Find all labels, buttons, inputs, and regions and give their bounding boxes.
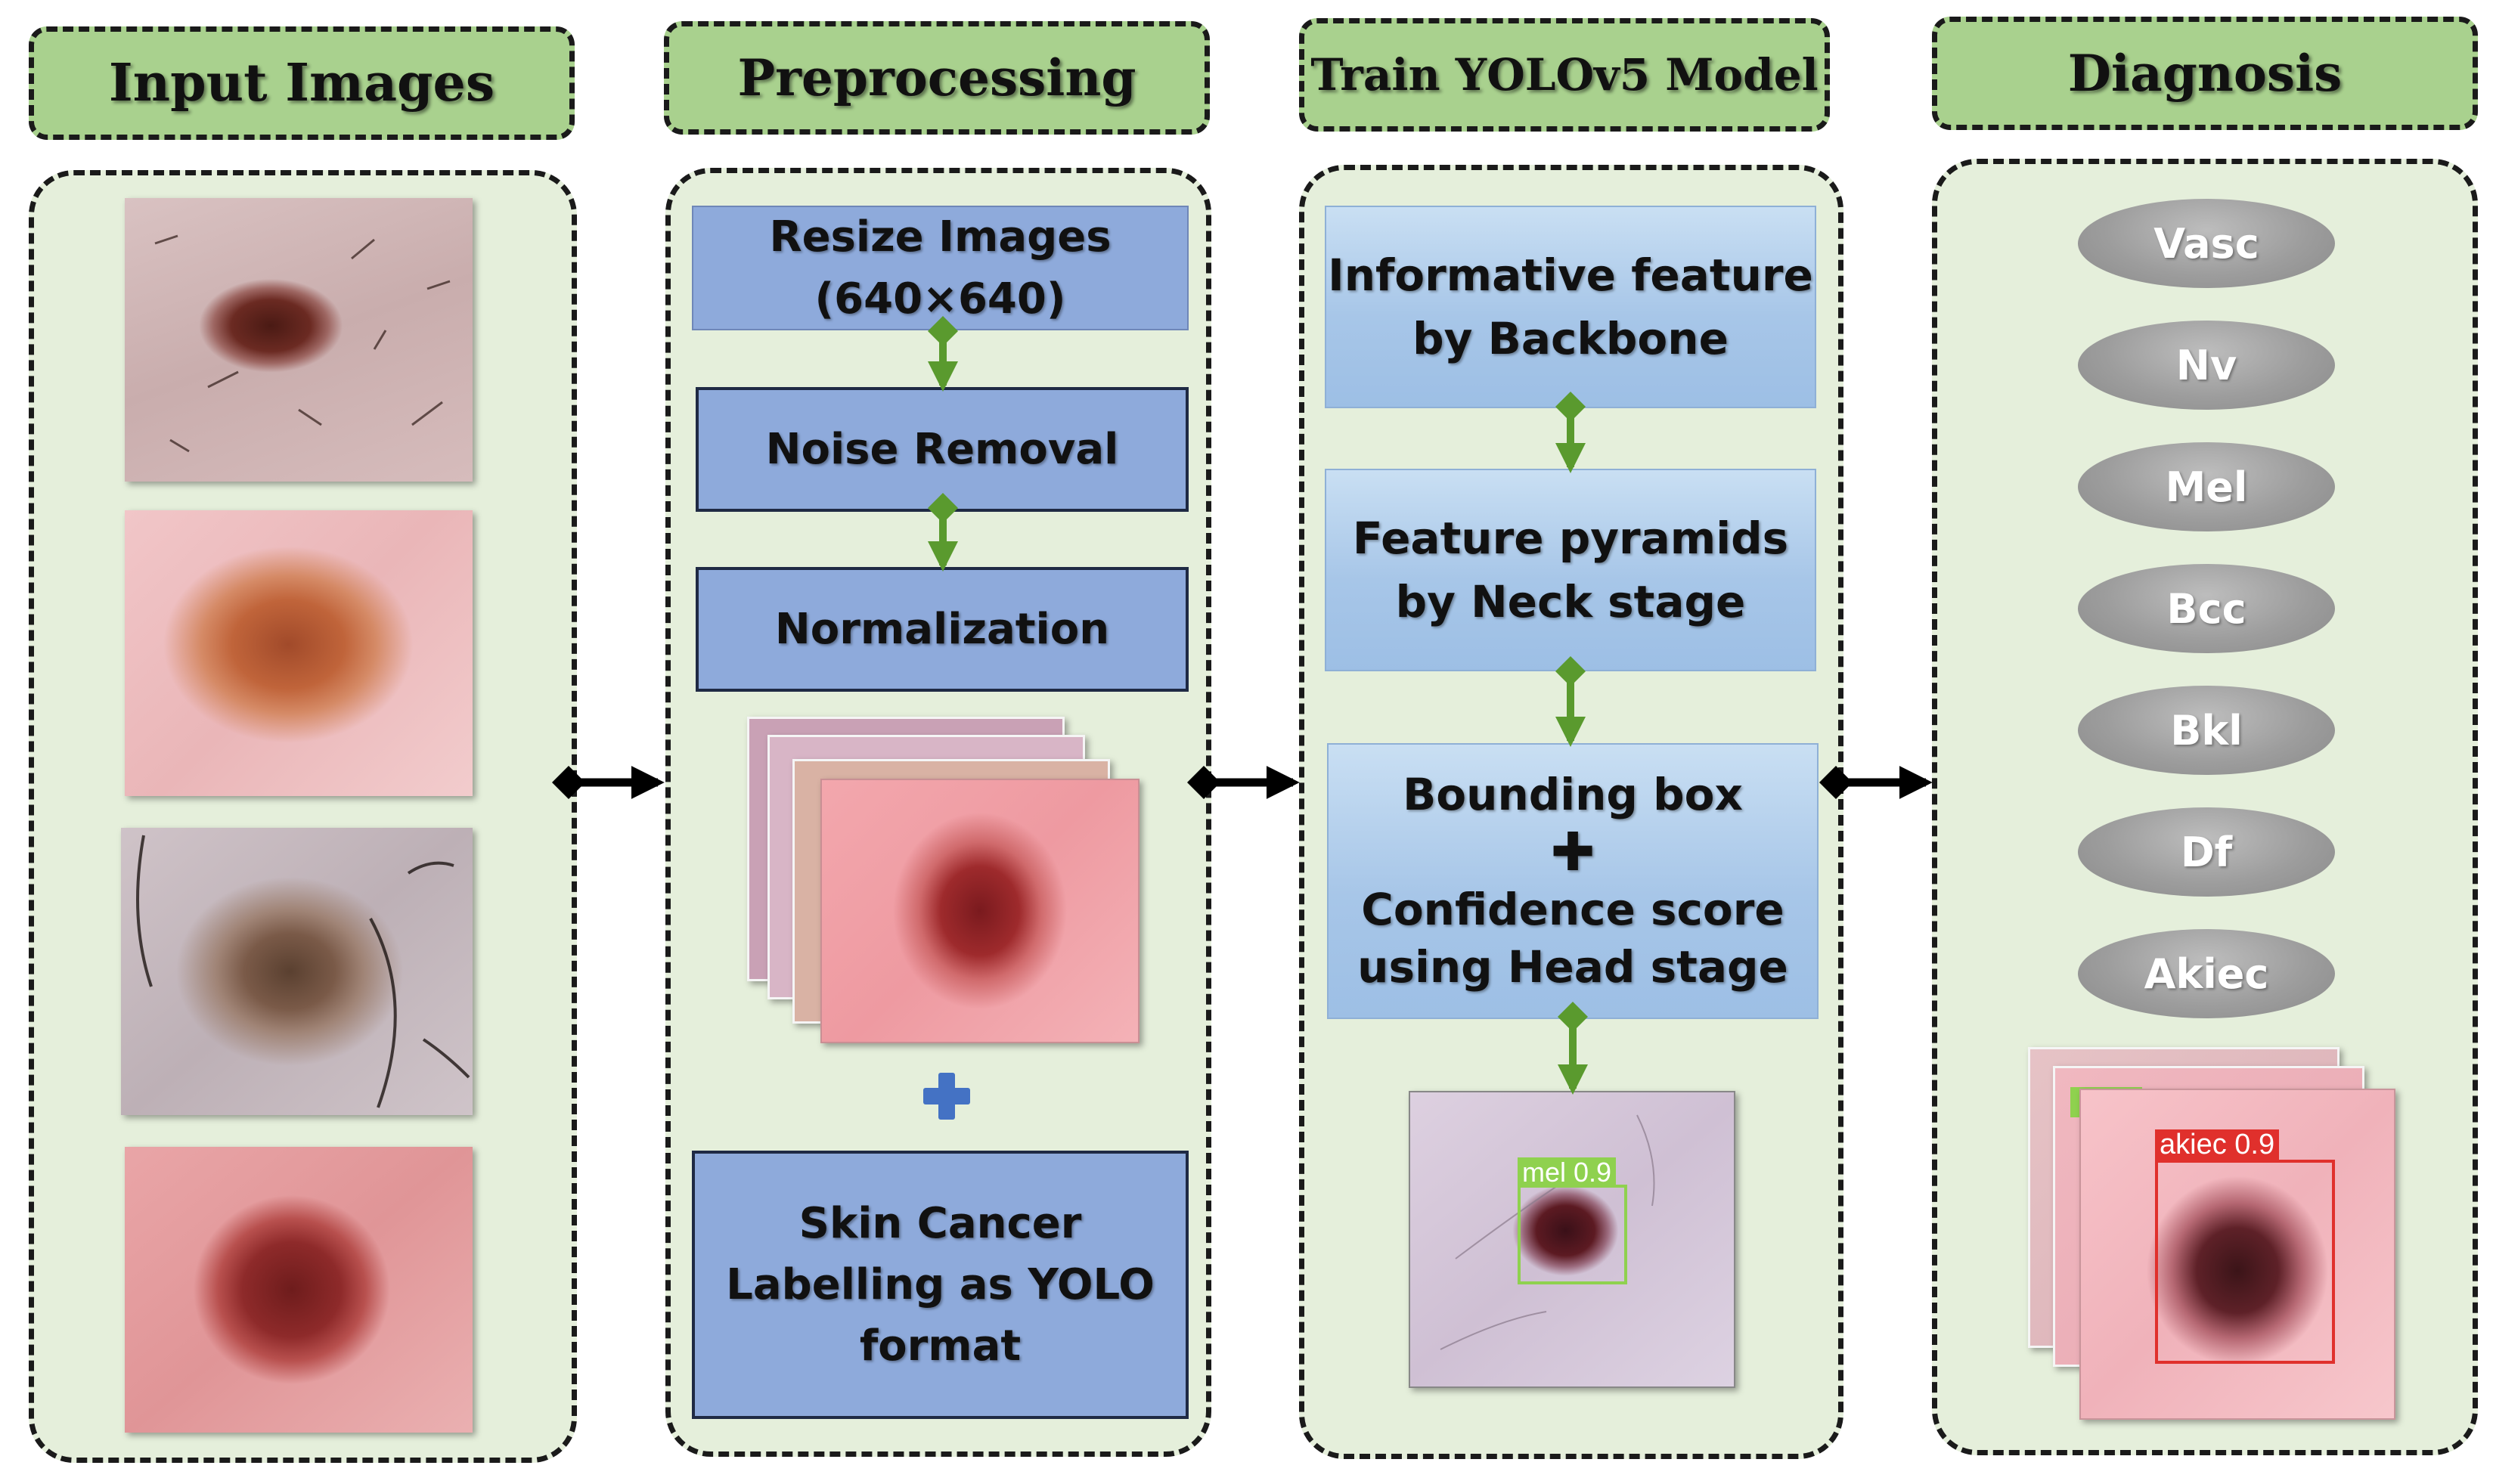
header-preprocessing-label: Preprocessing	[737, 48, 1136, 107]
backbone-line2: by Backbone	[1412, 313, 1729, 364]
diagnosis-label-akiec: akiec 0.9	[2155, 1129, 2280, 1160]
backbone-line1: Informative feature	[1328, 249, 1813, 301]
header-train-yolov5: Train YOLOv5 Model	[1299, 18, 1830, 132]
diagnosis-class-pill: Mel	[2078, 442, 2335, 531]
labelling-line2: Labelling as YOLO	[726, 1259, 1155, 1309]
head-line2: Confidence score	[1361, 884, 1784, 936]
input-image-2	[125, 510, 473, 796]
diagnosis-class-pill: Bcc	[2078, 564, 2335, 653]
diagnosis-class-pill: Nv	[2078, 321, 2335, 410]
noise-removal-label: Noise Removal	[765, 424, 1119, 474]
normalization-label: Normalization	[774, 604, 1110, 654]
diagnosis-class-label: Vasc	[2153, 219, 2259, 268]
diagnosis-class-pill: Df	[2078, 807, 2335, 897]
labelling-line1: Skin Cancer	[798, 1198, 1082, 1248]
backbone-box: Informative feature by Backbone	[1325, 206, 1816, 408]
hair-strands	[136, 835, 470, 1108]
resize-images-box: Resize Images (640×640)	[692, 206, 1189, 330]
diagnosis-bounding-box	[2155, 1160, 2335, 1364]
normalization-box: Normalization	[696, 567, 1189, 692]
detection-label-mel: mel 0.9	[1518, 1157, 1617, 1188]
neck-line2: by Neck stage	[1395, 576, 1746, 627]
diagnosis-class-label: Bkl	[2170, 706, 2243, 754]
diagnosis-class-label: Bcc	[2166, 584, 2246, 633]
header-train-yolov5-label: Train YOLOv5 Model	[1310, 49, 1819, 101]
labelling-line3: format	[859, 1321, 1022, 1371]
input-image-4	[125, 1147, 473, 1433]
diagnosis-class-label: Mel	[2165, 463, 2248, 511]
resize-images-line1: Resize Images	[769, 212, 1112, 262]
detection-bounding-box	[1518, 1185, 1627, 1284]
hair-strands	[154, 234, 451, 453]
header-diagnosis: Diagnosis	[1932, 17, 2478, 130]
input-image-1	[125, 198, 473, 482]
head-box: Bounding box ✚ Confidence score using He…	[1327, 743, 1819, 1019]
header-input-images-label: Input Images	[108, 53, 495, 113]
neck-box: Feature pyramids by Neck stage	[1325, 469, 1816, 671]
header-preprocessing: Preprocessing	[664, 21, 1210, 135]
diagnosis-class-pill: Bkl	[2078, 686, 2335, 775]
skin-cancer-labelling-box: Skin Cancer Labelling as YOLO format	[692, 1151, 1189, 1419]
diagnosis-class-label: Nv	[2175, 341, 2237, 389]
diagnosis-class-label: Df	[2180, 828, 2233, 876]
neck-line1: Feature pyramids	[1352, 512, 1789, 564]
hair-strands	[1440, 1114, 1655, 1350]
diagnosis-class-label: Akiec	[2144, 950, 2269, 998]
plus-icon	[923, 1073, 970, 1120]
normalized-image-front	[820, 779, 1140, 1043]
head-plus-icon: ✚	[1550, 821, 1595, 884]
input-image-3	[121, 828, 473, 1115]
diagnosis-class-pill: Vasc	[2078, 199, 2335, 288]
noise-removal-box: Noise Removal	[696, 387, 1189, 512]
diagnosis-class-pill: Akiec	[2078, 929, 2335, 1018]
diagnosis-image-front: akiec 0.9	[2079, 1089, 2395, 1420]
header-input-images: Input Images	[29, 26, 575, 140]
detection-result-image: mel 0.9	[1409, 1091, 1735, 1388]
head-line3: using Head stage	[1357, 940, 1788, 993]
resize-images-line2: (640×640)	[814, 274, 1066, 324]
head-line1: Bounding box	[1403, 768, 1743, 820]
header-diagnosis-label: Diagnosis	[2067, 44, 2343, 103]
